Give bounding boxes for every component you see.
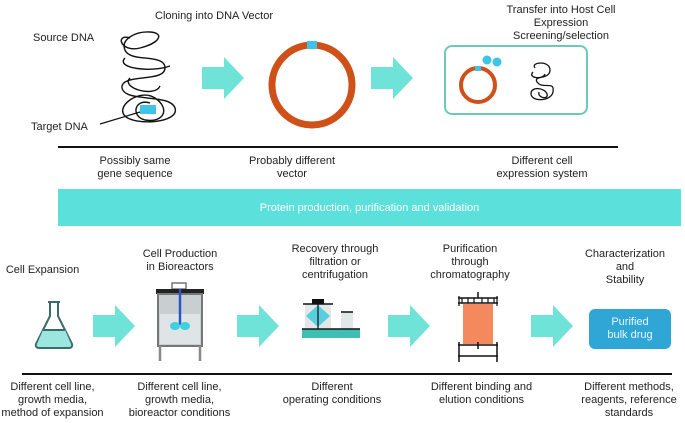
arrow-icon — [237, 305, 279, 347]
arrow-icon — [371, 57, 413, 99]
host-cell-plasmid-icon — [459, 55, 502, 104]
protein-production-banner: Protein production, purification and val… — [58, 189, 681, 226]
transfer-label: Transfer into Host Cell Expression Scree… — [506, 4, 616, 42]
filtration-icon — [302, 299, 360, 338]
bioreactor-icon — [156, 282, 204, 361]
source-dna-icon — [99, 31, 176, 125]
note-cell-expansion: Different cell line, growth media, metho… — [1, 381, 104, 419]
cloning-label: Cloning into DNA Vector — [155, 10, 274, 22]
arrow-icon — [388, 305, 430, 347]
arrow-icon — [93, 305, 135, 347]
step-title-cell-expansion: Cell Expansion — [5, 264, 80, 276]
divider-top — [58, 146, 618, 148]
note-bioreactor: Different cell line, growth media, biore… — [128, 381, 231, 419]
step-title-bioreactor: Cell Production in Bioreactors — [142, 248, 218, 273]
note-characterization: Different methods, reagents, reference s… — [581, 381, 677, 419]
divider-bottom — [22, 373, 672, 375]
note-recovery: Different operating conditions — [282, 381, 382, 406]
dna-vector-plasmid-icon — [268, 41, 356, 129]
note-purification: Different binding and elution conditions — [430, 381, 533, 406]
source-dna-label: Source DNA — [33, 32, 95, 44]
arrow-icon — [531, 305, 573, 347]
host-genome-icon — [530, 62, 554, 101]
chromatography-column-icon — [458, 292, 498, 362]
step-title-characterization: Characterization and Stability — [584, 248, 666, 286]
host-cell-box — [444, 45, 588, 115]
target-dna-label: Target DNA — [31, 121, 88, 133]
step-title-purification: Purification through chromatography — [430, 243, 510, 281]
note-vector: Probably different vector — [248, 155, 336, 180]
note-gene-sequence: Possibly same gene sequence — [97, 155, 173, 180]
arrow-icon — [202, 57, 244, 99]
step-title-recovery: Recovery through filtration or centrifug… — [291, 243, 379, 281]
flask-icon — [34, 301, 74, 349]
purified-bulk-drug-box: Purified bulk drug — [589, 309, 671, 349]
note-expression-system: Different cell expression system — [496, 155, 588, 180]
